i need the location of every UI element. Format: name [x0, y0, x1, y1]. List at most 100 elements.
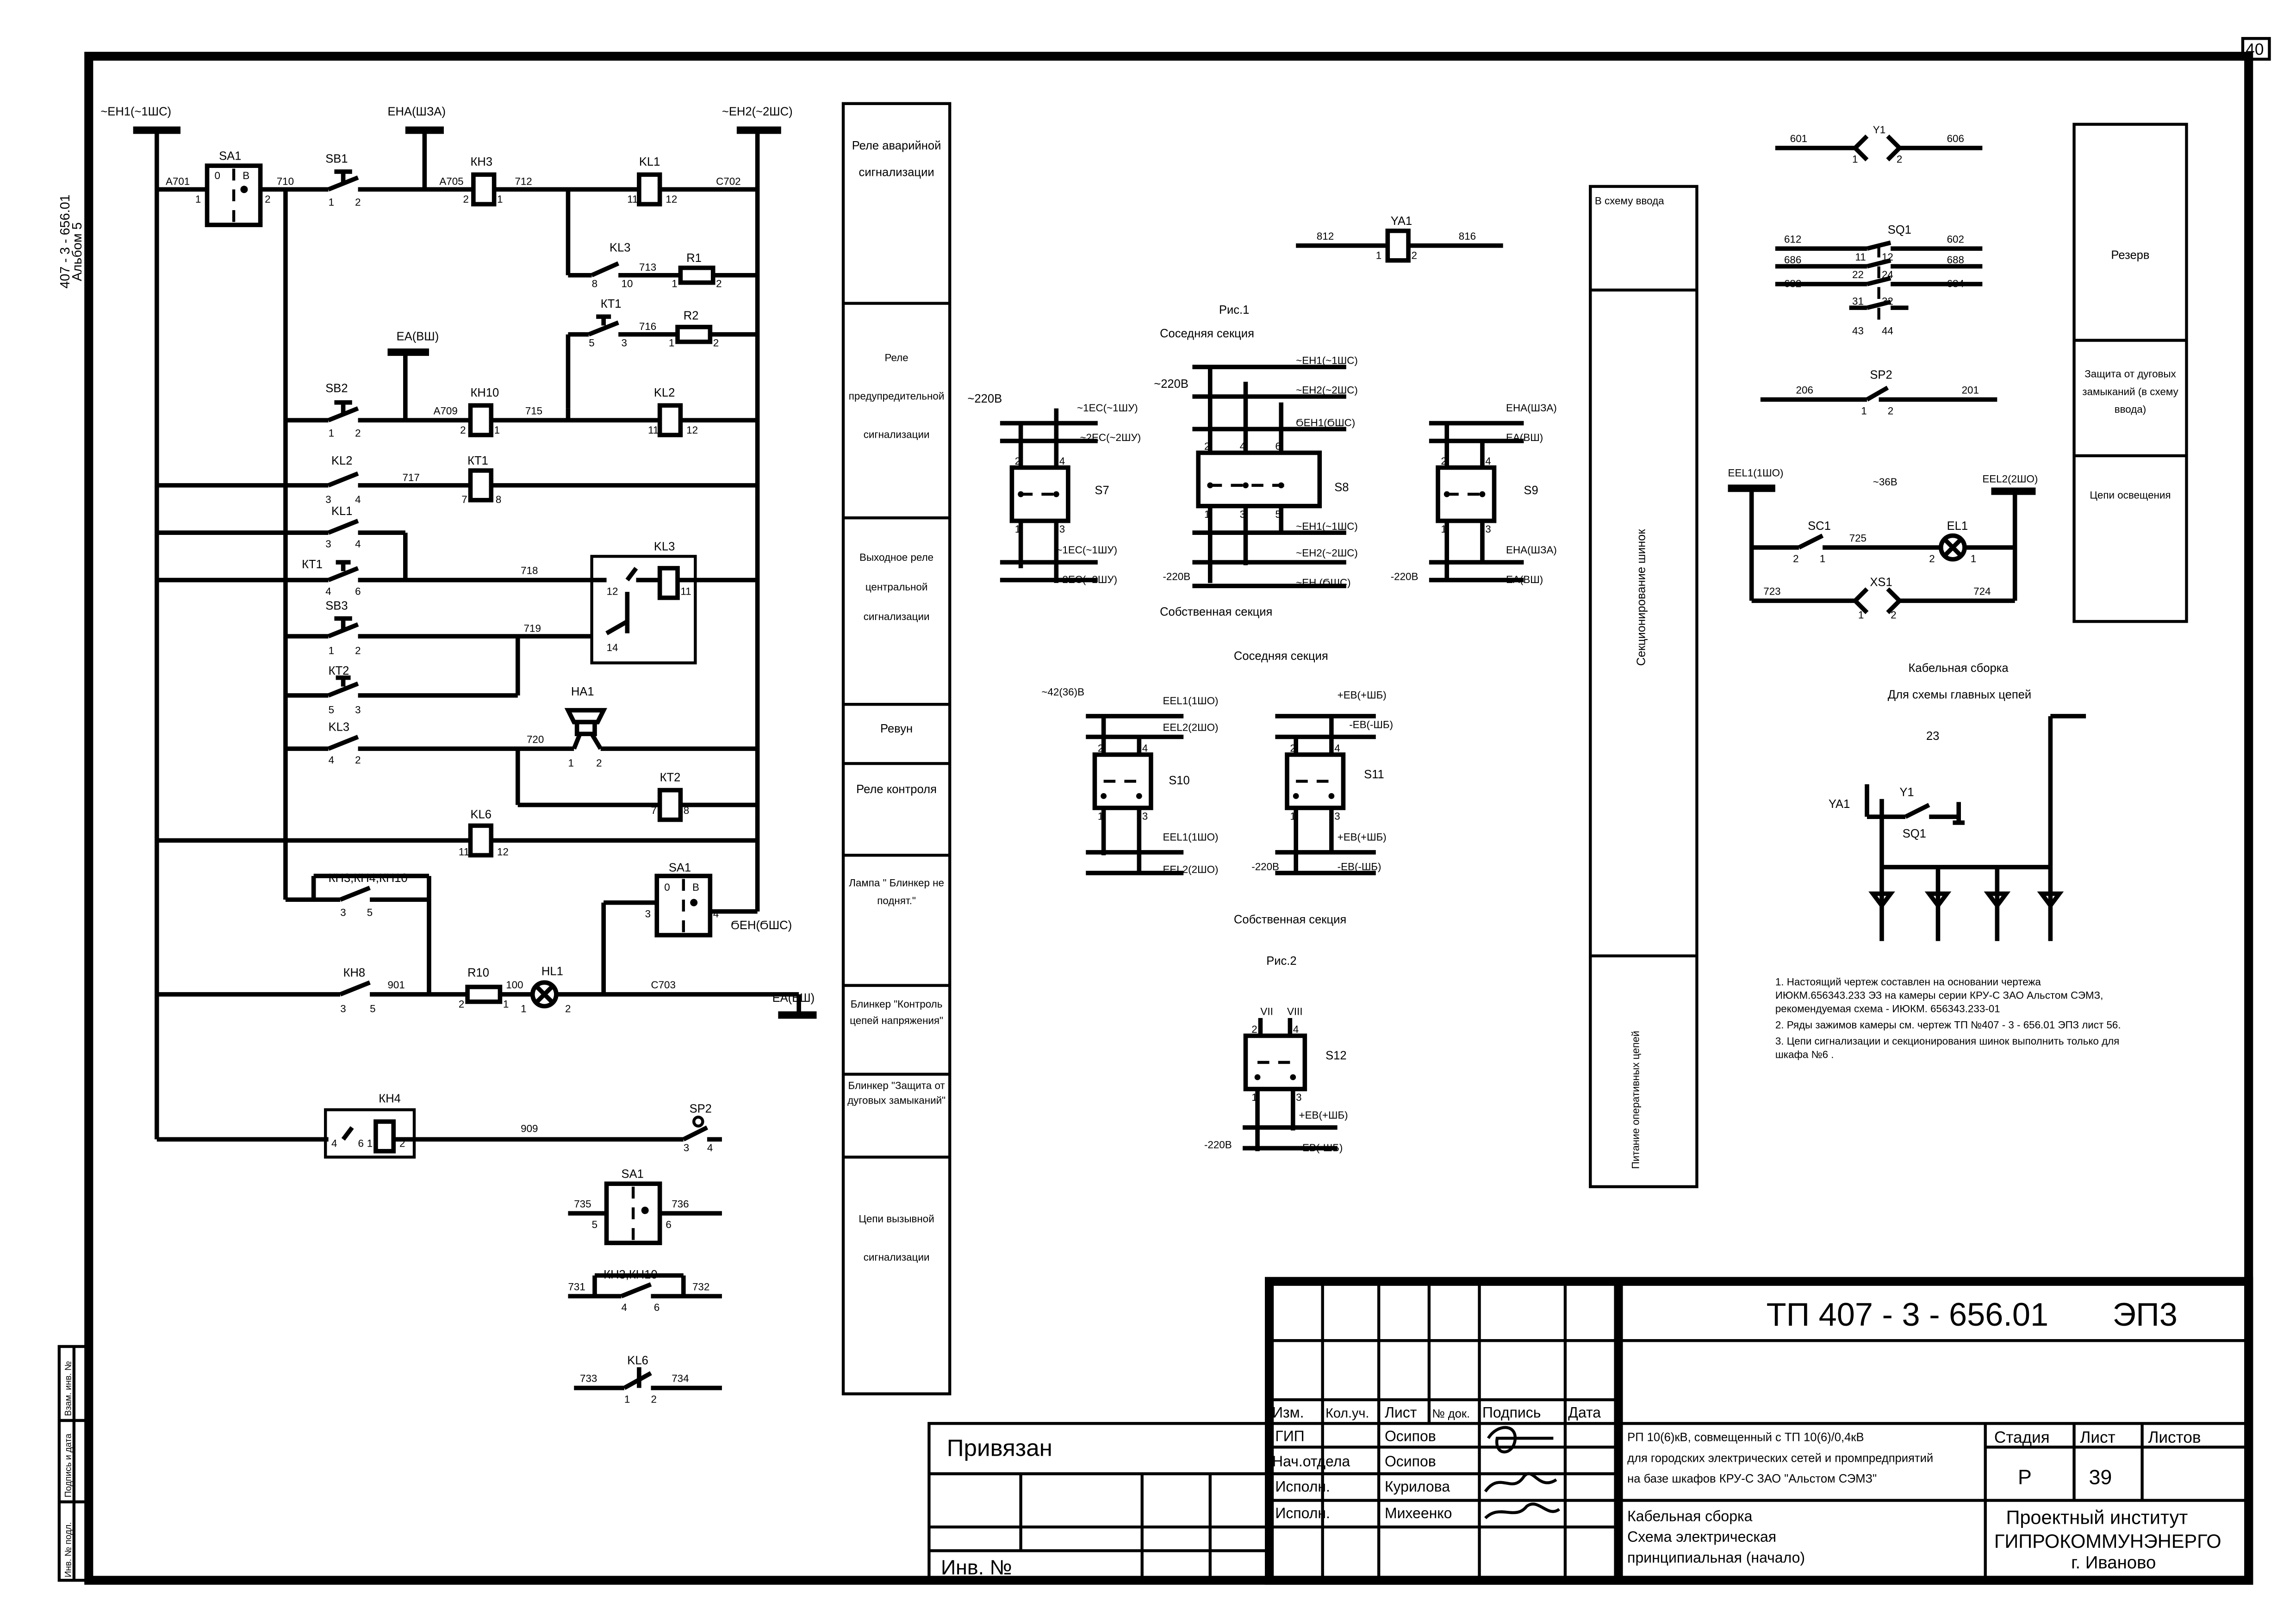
kl3-relay-block: [590, 555, 697, 664]
svg-text:~ЕН1(~1ШС): ~ЕН1(~1ШС): [1296, 521, 1358, 532]
svg-text:3: 3: [1296, 1092, 1301, 1103]
sheet-number-box: [2241, 37, 2271, 61]
svg-text:ЕА(ВШ): ЕА(ВШ): [772, 992, 815, 1005]
svg-text:6: 6: [355, 586, 361, 597]
svg-text:~ЕН1(~1ШС): ~ЕН1(~1ШС): [1296, 355, 1358, 366]
svg-text:KL6: KL6: [470, 808, 491, 821]
svg-text:ЕЕL2(2ШО): ЕЕL2(2ШО): [1163, 864, 1218, 875]
legend-horn: Ревун: [880, 722, 913, 736]
svg-text:816: 816: [1459, 230, 1476, 242]
svg-text:723: 723: [1763, 586, 1780, 597]
svg-text:5: 5: [1275, 509, 1281, 520]
svg-text:А705: А705: [439, 176, 463, 187]
svg-text:2: 2: [355, 645, 361, 656]
svg-text:31: 31: [1852, 296, 1864, 307]
note-1: 1. Настоящий чертеж составлен на основан…: [1775, 978, 2103, 1015]
org-line-2: ГИПРОКОММУНЭНЕРГО: [1994, 1530, 2221, 1552]
role-exec-2: Исполн.: [1275, 1505, 1330, 1521]
svg-text:С703: С703: [651, 979, 675, 991]
svg-text:901: 901: [387, 979, 404, 991]
svg-text:4: 4: [1485, 455, 1491, 467]
svg-text:1: 1: [1290, 811, 1295, 822]
side-stamp: Инв. № подл. Подпись и дата Взам. инв. №: [57, 1345, 90, 1582]
svg-text:1: 1: [503, 999, 509, 1010]
svg-text:~36В: ~36В: [1873, 476, 1898, 488]
svg-text:КТ1: КТ1: [467, 454, 488, 467]
svg-text:R10: R10: [467, 967, 489, 980]
svg-text:3: 3: [340, 906, 346, 918]
svg-text:4: 4: [355, 494, 361, 505]
drawing-mark: ЭП3: [2113, 1296, 2178, 1333]
svg-text:686: 686: [1784, 254, 1801, 266]
svg-text:12: 12: [607, 586, 618, 597]
svg-text:201: 201: [1962, 385, 1979, 396]
svg-text:2: 2: [1897, 154, 1902, 165]
sheet-header: Лист: [2080, 1428, 2115, 1446]
svg-text:SP2: SP2: [1870, 369, 1892, 382]
svg-text:100: 100: [506, 979, 523, 991]
project-line-1: РП 10(6)кВ, совмещенный с ТП 10(6)/0,4кВ: [1627, 1431, 1864, 1444]
bus-eh1: ~ЕН1(~1ШС): [100, 105, 171, 118]
signature-osipov: [1487, 1426, 1554, 1454]
svg-text:712: 712: [515, 176, 532, 187]
svg-text:44: 44: [1882, 325, 1893, 337]
svg-text:11: 11: [459, 846, 469, 857]
svg-text:КТ1: КТ1: [302, 558, 323, 571]
col-list: Лист: [1385, 1404, 1417, 1421]
svg-text:2: 2: [355, 427, 361, 439]
album-code: 407 - 3 - 656.01: [58, 194, 73, 288]
svg-text:S10: S10: [1169, 774, 1189, 787]
svg-text:-ЕВ(-ШБ): -ЕВ(-ШБ): [1349, 719, 1393, 730]
svg-text:-220В: -220В: [1204, 1139, 1232, 1150]
svg-text:~220В: ~220В: [968, 392, 1002, 405]
svg-text:KL2: KL2: [331, 454, 352, 467]
svg-text:1: 1: [1861, 405, 1867, 416]
svg-text:Соседняя секция: Соседняя секция: [1234, 650, 1328, 663]
svg-text:ЕЕL1(1ШО): ЕЕL1(1ШО): [1163, 831, 1218, 843]
svg-text:КТ2: КТ2: [329, 664, 349, 677]
svg-text:2: 2: [1793, 553, 1798, 565]
right-panel-arc: Защита от дуговых замыканий (в схему вво…: [2082, 370, 2178, 416]
svg-text:718: 718: [521, 565, 538, 577]
svg-text:2: 2: [716, 278, 722, 289]
svg-text:ЕА(ВШ): ЕА(ВШ): [1506, 574, 1543, 585]
col-izm: Изм.: [1272, 1404, 1304, 1421]
legend-call-circuits: Цепи вызывной сигнализации: [859, 1215, 934, 1264]
svg-text:КН8: КН8: [343, 967, 366, 980]
svg-text:4: 4: [622, 1302, 627, 1313]
svg-text:3: 3: [325, 494, 331, 505]
svg-text:724: 724: [1973, 586, 1991, 597]
svg-text:~220В: ~220В: [1154, 378, 1188, 391]
svg-text:КТ2: КТ2: [660, 771, 681, 784]
svg-text:ϬЕН(ϬШС): ϬЕН(ϬШС): [731, 919, 792, 932]
svg-text:-ЕВ(-ШБ): -ЕВ(-ШБ): [1299, 1142, 1343, 1154]
svg-text:2: 2: [1204, 441, 1210, 452]
svg-text:1: 1: [329, 645, 334, 656]
svg-text:KL6: KL6: [627, 1354, 648, 1367]
svg-text:1: 1: [329, 196, 334, 208]
right-panel-lighting: Цепи освещения: [2090, 491, 2171, 502]
org-line-3: г. Иваново: [2071, 1553, 2156, 1573]
svg-text:SQ1: SQ1: [1903, 827, 1926, 840]
svg-text:1: 1: [624, 1393, 630, 1405]
svg-text:~ЕН (ϬШС): ~ЕН (ϬШС): [1296, 577, 1350, 588]
svg-text:KL3: KL3: [610, 242, 630, 254]
svg-text:НА1: НА1: [571, 685, 594, 698]
svg-text:2: 2: [265, 193, 270, 205]
svg-text:206: 206: [1796, 385, 1813, 396]
svg-text:725: 725: [1849, 532, 1867, 544]
svg-text:Подпись и дата: Подпись и дата: [63, 1433, 73, 1497]
svg-text:1: 1: [1441, 523, 1446, 535]
svg-text:~1ЕС(~1ШУ): ~1ЕС(~1ШУ): [1077, 402, 1138, 414]
legend-blinker-arc: Блинкер "Защита от дуговых замыканий": [847, 1081, 946, 1107]
middle-panel: [1589, 185, 1699, 1188]
svg-text:1: 1: [521, 1003, 526, 1014]
svg-text:ЕЕL1(1ШО): ЕЕL1(1ШО): [1728, 467, 1784, 479]
svg-text:SB1: SB1: [325, 153, 348, 166]
svg-text:КН4: КН4: [379, 1092, 401, 1105]
right-schematics: Y1 601 606 1 2 SQ1 612 602 686 688 682 6…: [1728, 124, 2086, 941]
legend-warning-relay: Реле предупредительной сигнализации: [848, 354, 945, 441]
svg-text:5: 5: [589, 337, 594, 348]
svg-text:ϬЕН1(ϬШС): ϬЕН1(ϬШС): [1296, 417, 1355, 428]
